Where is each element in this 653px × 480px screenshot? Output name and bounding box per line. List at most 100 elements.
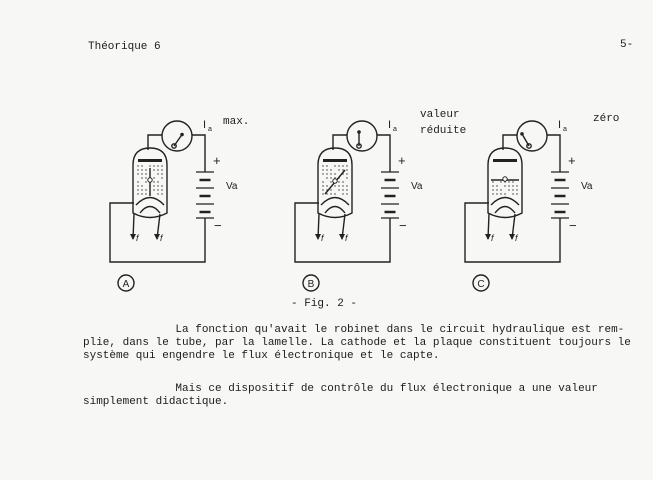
electron-dot — [157, 181, 159, 183]
electron-dot — [338, 165, 340, 167]
current-subscript: a — [208, 126, 212, 133]
electron-dot — [496, 189, 498, 191]
electron-dot — [322, 165, 324, 167]
electron-dot — [508, 181, 510, 183]
lamella-pivot — [332, 178, 338, 184]
electron-dot — [322, 181, 324, 183]
current-label: I — [203, 119, 206, 131]
electron-dot — [342, 193, 344, 195]
plus-sign: + — [568, 153, 576, 168]
electron-dot — [145, 173, 147, 175]
electron-dot — [496, 185, 498, 187]
electron-dot — [512, 185, 514, 187]
electron-dot — [141, 169, 143, 171]
anode-plate — [323, 159, 347, 162]
page-number: 5- — [620, 39, 634, 51]
electron-dot — [346, 177, 348, 179]
electron-dot — [149, 165, 151, 167]
meter-state-label: valeur — [420, 109, 460, 121]
panel-label: C — [477, 279, 484, 290]
electron-dot — [516, 193, 518, 195]
electron-dot — [342, 189, 344, 191]
header-title: Théorique 6 — [88, 41, 161, 53]
current-subscript: a — [563, 126, 567, 133]
minus-sign: − — [214, 218, 222, 233]
electron-dots — [137, 165, 163, 195]
electron-dot — [330, 193, 332, 195]
electron-dot — [137, 181, 139, 183]
electron-dot — [145, 169, 147, 171]
electron-dot — [137, 193, 139, 195]
arrow-down-icon — [154, 234, 160, 240]
text-line: simplement didactique. — [83, 396, 229, 408]
electron-dot — [137, 165, 139, 167]
electron-dot — [500, 193, 502, 195]
electron-dot — [342, 169, 344, 171]
electron-dot — [157, 165, 159, 167]
voltage-label: Va — [581, 181, 593, 192]
filament-label: f — [345, 233, 349, 243]
vacuum-tube-icon — [132, 147, 168, 219]
electron-dot — [330, 189, 332, 191]
text-line: plie, dans le tube, par la lamelle. La c… — [83, 337, 631, 349]
figure-caption: - Fig. 2 - — [291, 298, 358, 310]
electron-dot — [141, 189, 143, 191]
electron-dot — [508, 185, 510, 187]
ammeter-icon — [346, 120, 378, 152]
current-label: I — [388, 119, 391, 131]
electron-dot — [141, 165, 143, 167]
electron-dot — [338, 189, 340, 191]
filament-label: f — [515, 233, 519, 243]
electron-dot — [141, 185, 143, 187]
electron-dot — [145, 193, 147, 195]
electron-dot — [157, 185, 159, 187]
electron-dot — [504, 185, 506, 187]
electron-dot — [161, 189, 163, 191]
meter-pivot — [526, 143, 532, 149]
electron-dot — [137, 189, 139, 191]
electron-dot — [161, 185, 163, 187]
plus-sign: + — [213, 153, 221, 168]
electron-dot — [492, 181, 494, 183]
electron-dot — [141, 193, 143, 195]
electron-dot — [141, 173, 143, 175]
meter-needle — [521, 133, 530, 147]
arrow-down-icon — [485, 234, 491, 240]
electron-dot — [330, 181, 332, 183]
electron-dot — [161, 177, 163, 179]
electron-dot — [334, 165, 336, 167]
electron-dot — [153, 181, 155, 183]
circuit-wire — [464, 134, 561, 263]
electron-dot — [330, 173, 332, 175]
minus-sign: − — [399, 218, 407, 233]
current-subscript: a — [393, 126, 397, 133]
electron-dot — [145, 181, 147, 183]
needle-tip — [520, 132, 524, 136]
filament-label: f — [321, 233, 325, 243]
battery-icon — [196, 171, 214, 219]
electron-dot — [322, 173, 324, 175]
meter-pivot — [171, 143, 177, 149]
electron-dot — [322, 193, 324, 195]
electron-dot — [334, 185, 336, 187]
electron-dot — [492, 193, 494, 195]
circuit-wire — [109, 134, 206, 263]
minus-sign: − — [569, 218, 577, 233]
panel-label-circle — [302, 274, 320, 292]
electron-dot — [153, 165, 155, 167]
panel-label-circle — [117, 274, 135, 292]
electron-dot — [342, 165, 344, 167]
electron-dot — [492, 189, 494, 191]
panel-label: B — [308, 279, 315, 290]
electron-dot — [346, 169, 348, 171]
plus-sign: + — [398, 153, 406, 168]
arrow-down-icon — [130, 234, 136, 240]
electron-dot — [346, 189, 348, 191]
electron-dot — [338, 181, 340, 183]
text-line: système qui engendre le flux électroniqu… — [83, 350, 440, 362]
electron-dot — [153, 169, 155, 171]
electron-dot — [512, 193, 514, 195]
electron-dot — [330, 169, 332, 171]
